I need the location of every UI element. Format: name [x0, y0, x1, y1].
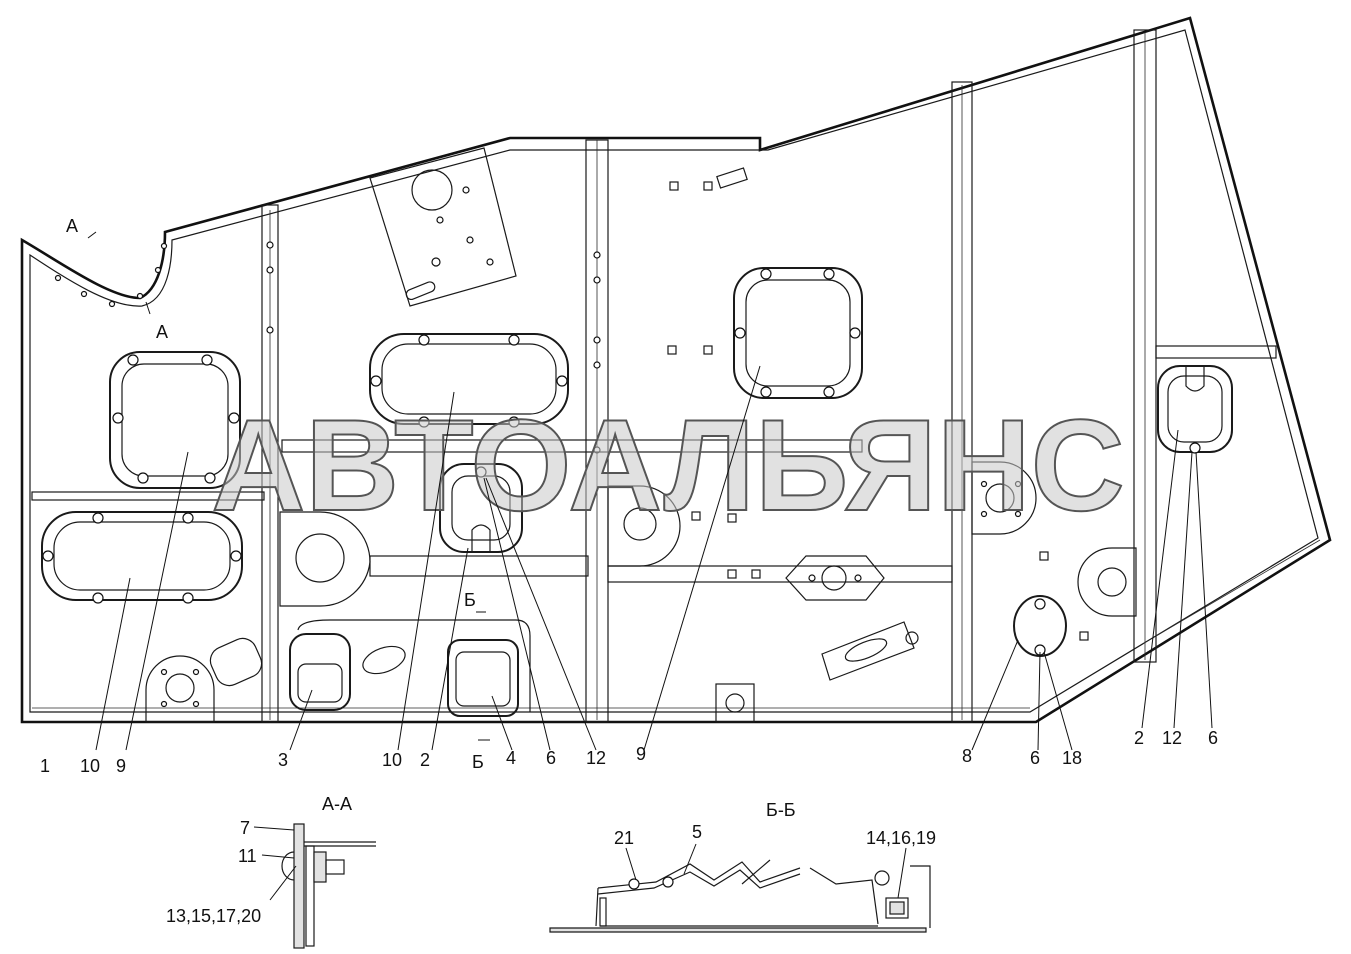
callout-8: 8	[962, 746, 972, 766]
hatch-10-left	[41, 511, 243, 604]
detail-aa-label-7: 7	[240, 818, 250, 838]
section-mark-b-top: Б	[464, 590, 476, 610]
callout-12-center: 12	[586, 748, 606, 768]
callout-4: 4	[506, 748, 516, 768]
callout-6-right: 6	[1030, 748, 1040, 768]
detail-bb-label-14: 14,16,19	[866, 828, 936, 848]
watermark: АВТОАЛЬЯНС	[211, 392, 1124, 538]
frame-posts	[261, 29, 1157, 723]
flange-right	[971, 461, 1037, 535]
detail-b-b: Б-Б 21 5 14,16,19	[549, 800, 936, 933]
callout-2-right: 2	[1134, 728, 1144, 748]
section-mark-b-bottom: Б	[472, 752, 484, 772]
callout-6-center: 6	[546, 748, 556, 768]
detail-aa-label-11: 11	[238, 846, 257, 866]
leader-lines	[95, 365, 1213, 751]
slotted-plate	[821, 621, 919, 681]
flange-left	[279, 511, 371, 607]
bracket-plate	[369, 147, 517, 307]
callout-12-right: 12	[1162, 728, 1182, 748]
flange-center	[607, 485, 681, 567]
mount-bottom-center	[715, 683, 755, 723]
detail-bb-label-21: 21	[614, 828, 634, 848]
callout-3: 3	[278, 750, 288, 770]
mount-bottom-left	[145, 655, 215, 723]
callout-2-center: 2	[420, 750, 430, 770]
callout-10-middle: 10	[382, 750, 402, 770]
panel-outline	[20, 16, 1332, 724]
callout-10-left: 10	[80, 756, 100, 776]
callout-9-right: 9	[636, 744, 646, 764]
callout-9-left: 9	[116, 756, 126, 776]
hatch-10-middle	[369, 333, 569, 428]
detail-aa-title: А-А	[322, 794, 352, 814]
hatch-9-right	[733, 267, 863, 399]
section-mark-a-mid: А	[156, 322, 168, 342]
flange-far-right	[1077, 547, 1137, 617]
callout-6-far-right: 6	[1208, 728, 1218, 748]
post-holes	[266, 241, 601, 454]
detail-bb-label-5: 5	[692, 822, 702, 842]
cover-2-center	[439, 463, 523, 553]
callout-1: 1	[40, 756, 50, 776]
section-mark-a-top: А	[66, 216, 78, 236]
hatch-9-left	[109, 351, 241, 489]
cross-bracket	[785, 555, 885, 601]
cover-2-right	[1157, 365, 1233, 454]
frame-rails	[31, 345, 1321, 709]
cutout-bolts	[54, 242, 168, 308]
detail-bb-title: Б-Б	[766, 800, 796, 820]
lower-openings	[209, 619, 531, 717]
panel-inner-edge	[29, 29, 1319, 713]
square-markers	[667, 167, 1089, 641]
detail-a-a: А-А 7 11 13,15,17,20	[166, 794, 376, 949]
detail-aa-label-13: 13,15,17,20	[166, 906, 261, 926]
callout-18: 18	[1062, 748, 1082, 768]
